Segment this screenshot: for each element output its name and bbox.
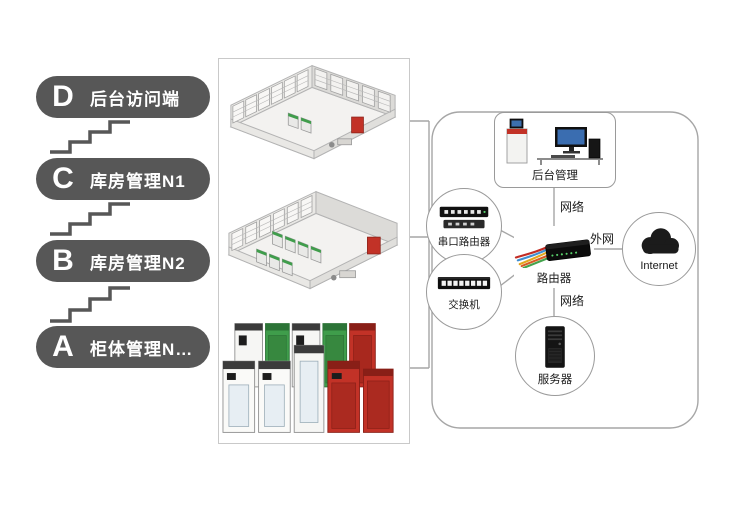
node-label: 服务器 <box>537 374 573 386</box>
workstation-icon <box>506 118 603 165</box>
cloud-icon <box>641 228 679 254</box>
step-letter: C <box>52 162 74 195</box>
image-panel <box>218 58 410 444</box>
step-label: 库房管理N1 <box>90 171 186 191</box>
step-letter: D <box>52 80 74 113</box>
warehouse-room-2-image <box>221 187 405 309</box>
step-item-d: D 后台访问端 <box>36 76 210 118</box>
step-label: 后台访问端 <box>90 89 180 109</box>
node-label: Internet <box>640 260 678 272</box>
node-server: 服务器 <box>515 316 595 396</box>
step-item-c: C 库房管理N1 <box>36 158 210 200</box>
step-item-b: B 库房管理N2 <box>36 240 210 282</box>
step-label: 柜体管理N… <box>90 339 194 359</box>
warehouse-room-1-image <box>221 63 405 181</box>
cabinet-group-image <box>221 315 405 439</box>
step-item-a: A 柜体管理N… <box>36 326 210 368</box>
step-letter: B <box>52 244 74 277</box>
node-serial-router: 串口路由器 <box>426 188 502 264</box>
link-label-network-bottom: 网络 <box>560 294 585 308</box>
serial-router-icon <box>439 206 489 228</box>
node-label: 交换机 <box>448 299 480 311</box>
node-label: 串口路由器 <box>437 235 491 248</box>
node-label: 路由器 <box>536 273 572 285</box>
node-backend-management: 后台管理 <box>494 112 616 188</box>
node-router: 路由器 <box>514 226 594 288</box>
node-switch: 交换机 <box>426 254 502 330</box>
tower-server-icon <box>545 326 565 368</box>
step-label: 库房管理N2 <box>90 253 186 273</box>
stair-connectors <box>50 120 130 323</box>
node-label: 后台管理 <box>532 170 578 182</box>
switch-icon <box>437 276 491 290</box>
link-label-external: 外网 <box>590 232 615 246</box>
router-icon <box>514 239 591 268</box>
node-internet: Internet <box>622 212 696 286</box>
link-label-network-top: 网络 <box>560 200 585 214</box>
step-letter: A <box>52 330 74 363</box>
